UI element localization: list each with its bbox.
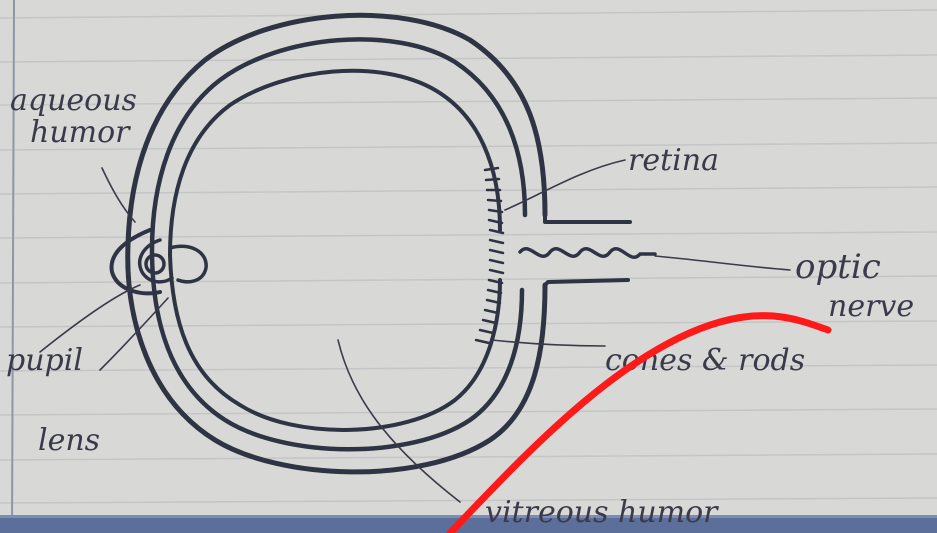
label-lens: lens: [38, 423, 100, 458]
label-aqueous-2: humor: [30, 115, 131, 150]
label-retina: retina: [628, 143, 719, 178]
label-optic: optic: [795, 247, 881, 287]
label-vitreous: vitreous humor: [485, 495, 719, 530]
label-nerve: nerve: [828, 289, 914, 324]
label-aqueous-1: aqueous: [10, 83, 137, 118]
label-pupil: pupil: [6, 343, 83, 378]
